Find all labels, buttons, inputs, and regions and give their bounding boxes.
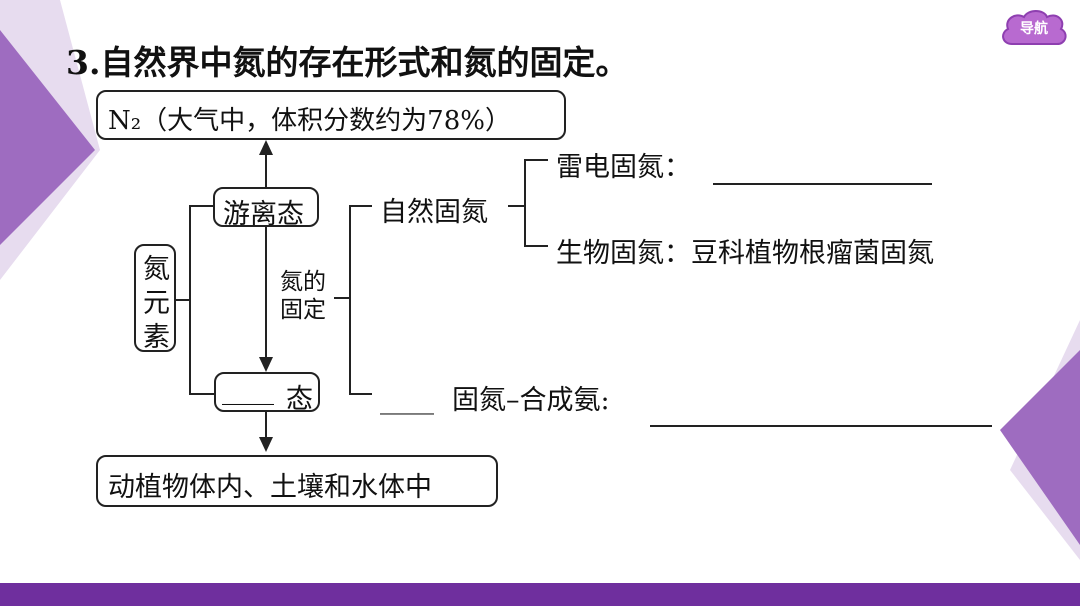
organisms-box: 动植物体内、土壤和水体中 — [96, 455, 498, 507]
element-box: 氮 元 素 — [134, 244, 176, 353]
fixation-line-1: 氮的 — [280, 269, 326, 295]
organisms-label: 动植物体内、土壤和水体中 — [108, 472, 432, 503]
arrow-down-head-1 — [259, 357, 273, 372]
fixation-label: 氮的 固定 — [280, 268, 326, 324]
right-triangle-dark — [1000, 350, 1080, 545]
n2-box-label: N₂（大气中，体积分数约为78%） — [108, 106, 511, 136]
nav-button-label: 导航 — [1020, 21, 1048, 37]
lightning-fixation-label: 雷电固氮： — [556, 152, 691, 183]
biological-fixation-label: 生物固氮：豆科植物根瘤菌固氮 — [556, 238, 934, 269]
element-char-2: 元 — [143, 288, 170, 319]
combined-state-box: ____ 态 — [214, 372, 320, 415]
free-state-box: 游离态 — [213, 187, 319, 230]
cloud-icon — [1002, 10, 1067, 46]
nav-button[interactable]: 导航 — [998, 6, 1070, 52]
left-triangle-dark — [0, 30, 95, 245]
combined-state-blank: ____ — [222, 376, 274, 406]
fixation-line-2: 固定 — [280, 297, 326, 323]
element-char-3: 素 — [143, 322, 170, 353]
arrow-up-head — [259, 140, 273, 155]
natural-fixation-label: 自然固氮 — [380, 197, 488, 228]
element-char-1: 氮 — [143, 254, 170, 285]
arrow-down-head-2 — [259, 437, 273, 452]
combined-state-label: 态 — [286, 384, 313, 415]
synthetic-fixation-label: 固氮–合成氨: — [452, 385, 610, 416]
n2-box: N₂（大气中，体积分数约为78%） — [96, 90, 566, 140]
page-title: 3.自然界中氮的存在形式和氮的固定。 — [66, 43, 629, 82]
free-state-label: 游离态 — [223, 199, 304, 230]
synthetic-fixation-blank: ____ — [380, 384, 434, 415]
bottom-bar — [0, 583, 1080, 606]
